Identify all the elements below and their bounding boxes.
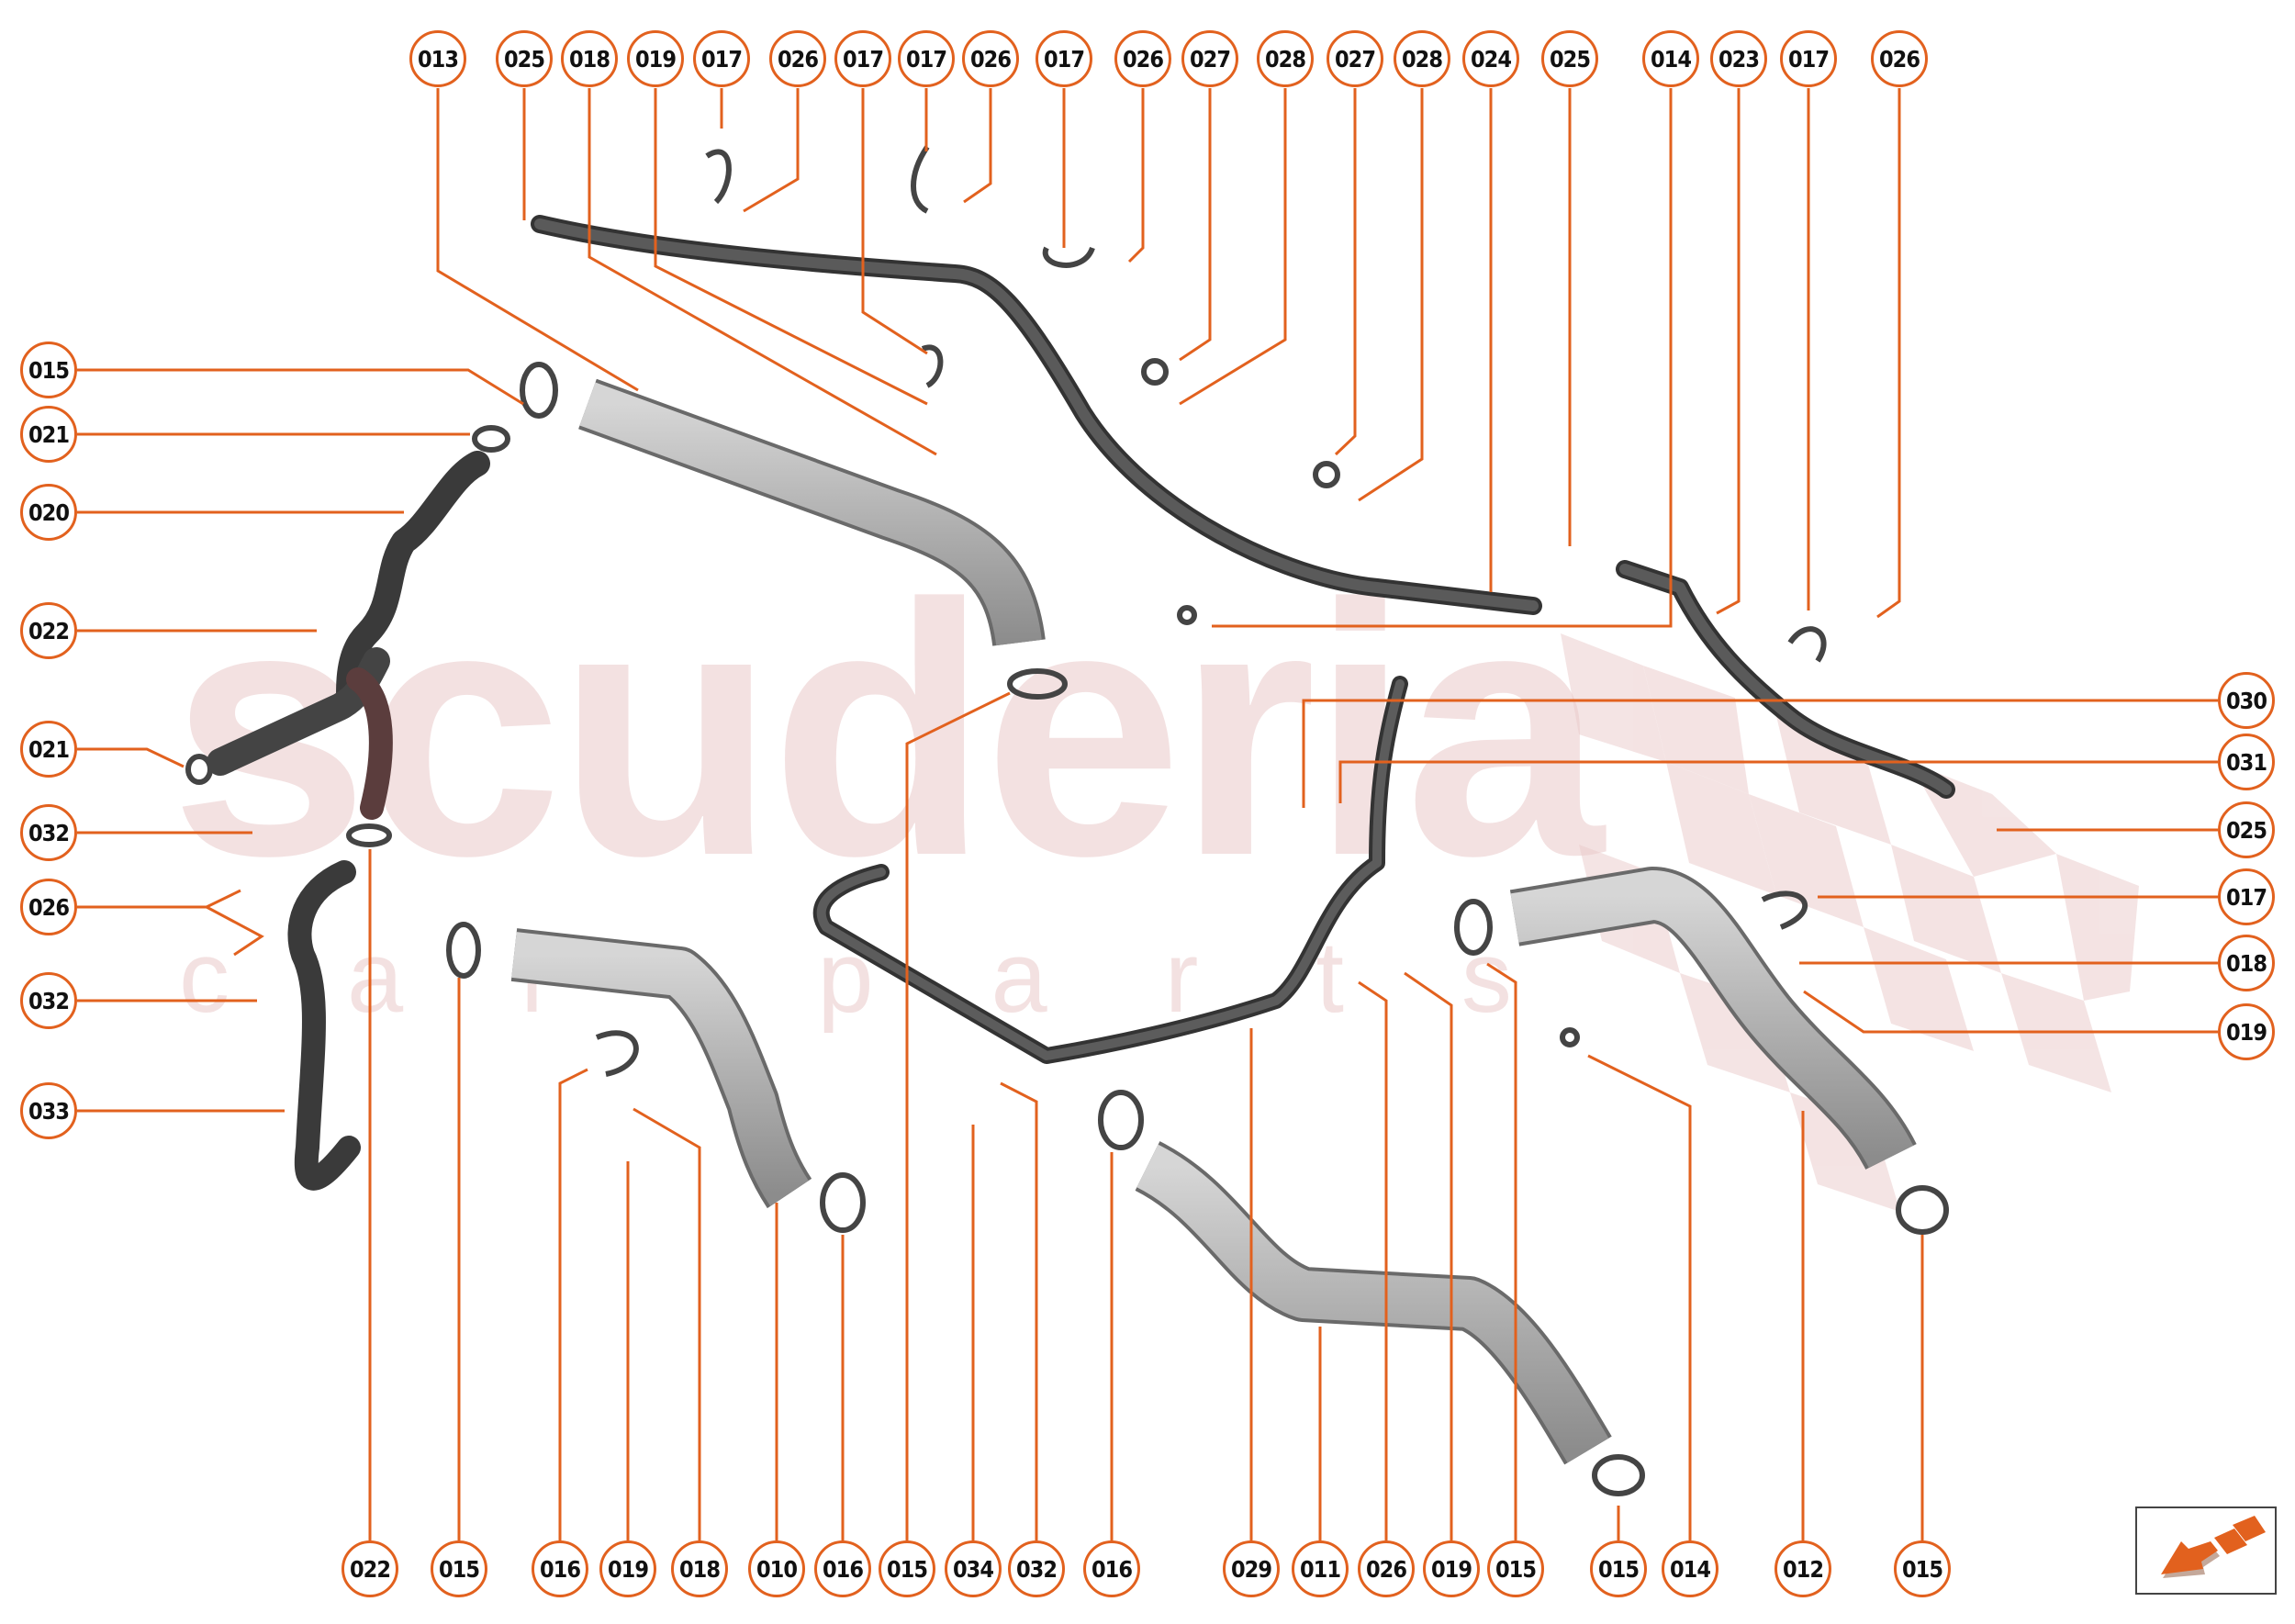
callout-015[interactable]: 015 xyxy=(1590,1540,1647,1597)
callout-033[interactable]: 033 xyxy=(20,1082,77,1139)
callout-027[interactable]: 027 xyxy=(1327,30,1383,87)
connector-027 xyxy=(1141,358,1169,386)
clamp-015-d xyxy=(1454,899,1493,956)
callout-026[interactable]: 026 xyxy=(1358,1540,1415,1597)
callout-026[interactable]: 026 xyxy=(1114,30,1171,87)
clamp-015-e xyxy=(1896,1185,1949,1235)
callout-016[interactable]: 016 xyxy=(1083,1540,1140,1597)
callout-028[interactable]: 028 xyxy=(1257,30,1314,87)
callout-014[interactable]: 014 xyxy=(1662,1540,1718,1597)
callout-017[interactable]: 017 xyxy=(1036,30,1092,87)
callout-019[interactable]: 019 xyxy=(1423,1540,1480,1597)
callout-025[interactable]: 025 xyxy=(2218,801,2275,858)
callout-014[interactable]: 014 xyxy=(1642,30,1699,87)
callout-019[interactable]: 019 xyxy=(627,30,684,87)
callout-017[interactable]: 017 xyxy=(2218,868,2275,925)
callout-017[interactable]: 017 xyxy=(1780,30,1837,87)
callout-027[interactable]: 027 xyxy=(1181,30,1238,87)
callout-016[interactable]: 016 xyxy=(532,1540,588,1597)
arrow-down-left-icon xyxy=(2161,1516,2266,1578)
callout-028[interactable]: 028 xyxy=(1394,30,1450,87)
callout-013[interactable]: 013 xyxy=(409,30,466,87)
callout-018[interactable]: 018 xyxy=(2218,935,2275,991)
callout-015[interactable]: 015 xyxy=(431,1540,487,1597)
clamp-015-b xyxy=(1007,668,1068,700)
callout-022[interactable]: 022 xyxy=(341,1540,398,1597)
callout-017[interactable]: 017 xyxy=(898,30,955,87)
callout-018[interactable]: 018 xyxy=(671,1540,728,1597)
clip-017-f xyxy=(1761,890,1808,930)
callout-017[interactable]: 017 xyxy=(834,30,891,87)
callout-019[interactable]: 019 xyxy=(599,1540,656,1597)
clamp-015-c xyxy=(446,922,481,979)
clamp-016-b xyxy=(1098,1090,1144,1150)
hose-022-branch xyxy=(346,667,393,820)
clamp-015 xyxy=(520,362,558,419)
clip-017 xyxy=(705,149,732,205)
leader-lines xyxy=(77,88,2218,1540)
callout-026[interactable]: 026 xyxy=(1871,30,1928,87)
hose-024-inner xyxy=(534,218,1539,611)
callout-021[interactable]: 021 xyxy=(20,406,77,463)
callout-022[interactable]: 022 xyxy=(20,602,77,659)
callout-021[interactable]: 021 xyxy=(20,721,77,778)
clip-017-g xyxy=(595,1030,639,1077)
callout-023[interactable]: 023 xyxy=(1710,30,1767,87)
callout-017[interactable]: 017 xyxy=(693,30,750,87)
clamp-022 xyxy=(346,823,392,847)
callout-015[interactable]: 015 xyxy=(1487,1540,1544,1597)
clamp-015-f xyxy=(1592,1454,1645,1496)
callout-010[interactable]: 010 xyxy=(748,1540,805,1597)
callout-016[interactable]: 016 xyxy=(814,1540,871,1597)
clip-017-b xyxy=(911,145,930,214)
clamp-021 xyxy=(472,425,510,453)
callout-026[interactable]: 026 xyxy=(962,30,1019,87)
connector-027-b xyxy=(1313,461,1340,488)
clamp-021-b xyxy=(185,754,213,785)
callout-015[interactable]: 015 xyxy=(1894,1540,1951,1597)
navigate-back-button[interactable] xyxy=(2135,1506,2277,1595)
callout-031[interactable]: 031 xyxy=(2218,734,2275,790)
callout-025[interactable]: 025 xyxy=(1541,30,1598,87)
callout-020[interactable]: 020 xyxy=(20,484,77,541)
callout-032[interactable]: 032 xyxy=(1008,1540,1065,1597)
hose-029-inner xyxy=(816,679,1405,1060)
clip-017-d xyxy=(921,344,944,388)
callout-015[interactable]: 015 xyxy=(879,1540,935,1597)
callout-026[interactable]: 026 xyxy=(769,30,826,87)
callout-019[interactable]: 019 xyxy=(2218,1003,2275,1060)
callout-024[interactable]: 024 xyxy=(1462,30,1519,87)
sensor-014-b xyxy=(1560,1027,1580,1047)
hose-020 xyxy=(336,451,490,711)
callout-012[interactable]: 012 xyxy=(1774,1540,1831,1597)
hose-033 xyxy=(287,860,361,1191)
callout-026[interactable]: 026 xyxy=(20,879,77,935)
clip-017-c xyxy=(1042,246,1095,268)
callout-030[interactable]: 030 xyxy=(2218,672,2275,729)
sensor-014 xyxy=(1177,605,1197,625)
callout-011[interactable]: 011 xyxy=(1292,1540,1349,1597)
clamp-016 xyxy=(820,1172,866,1233)
callout-032[interactable]: 032 xyxy=(20,804,77,861)
callout-032[interactable]: 032 xyxy=(20,972,77,1029)
callout-018[interactable]: 018 xyxy=(561,30,618,87)
callout-025[interactable]: 025 xyxy=(496,30,553,87)
callout-029[interactable]: 029 xyxy=(1223,1540,1280,1597)
callout-015[interactable]: 015 xyxy=(20,342,77,398)
callout-034[interactable]: 034 xyxy=(945,1540,1002,1597)
hose-023-inner xyxy=(1619,564,1952,795)
clip-017-e xyxy=(1787,626,1827,663)
